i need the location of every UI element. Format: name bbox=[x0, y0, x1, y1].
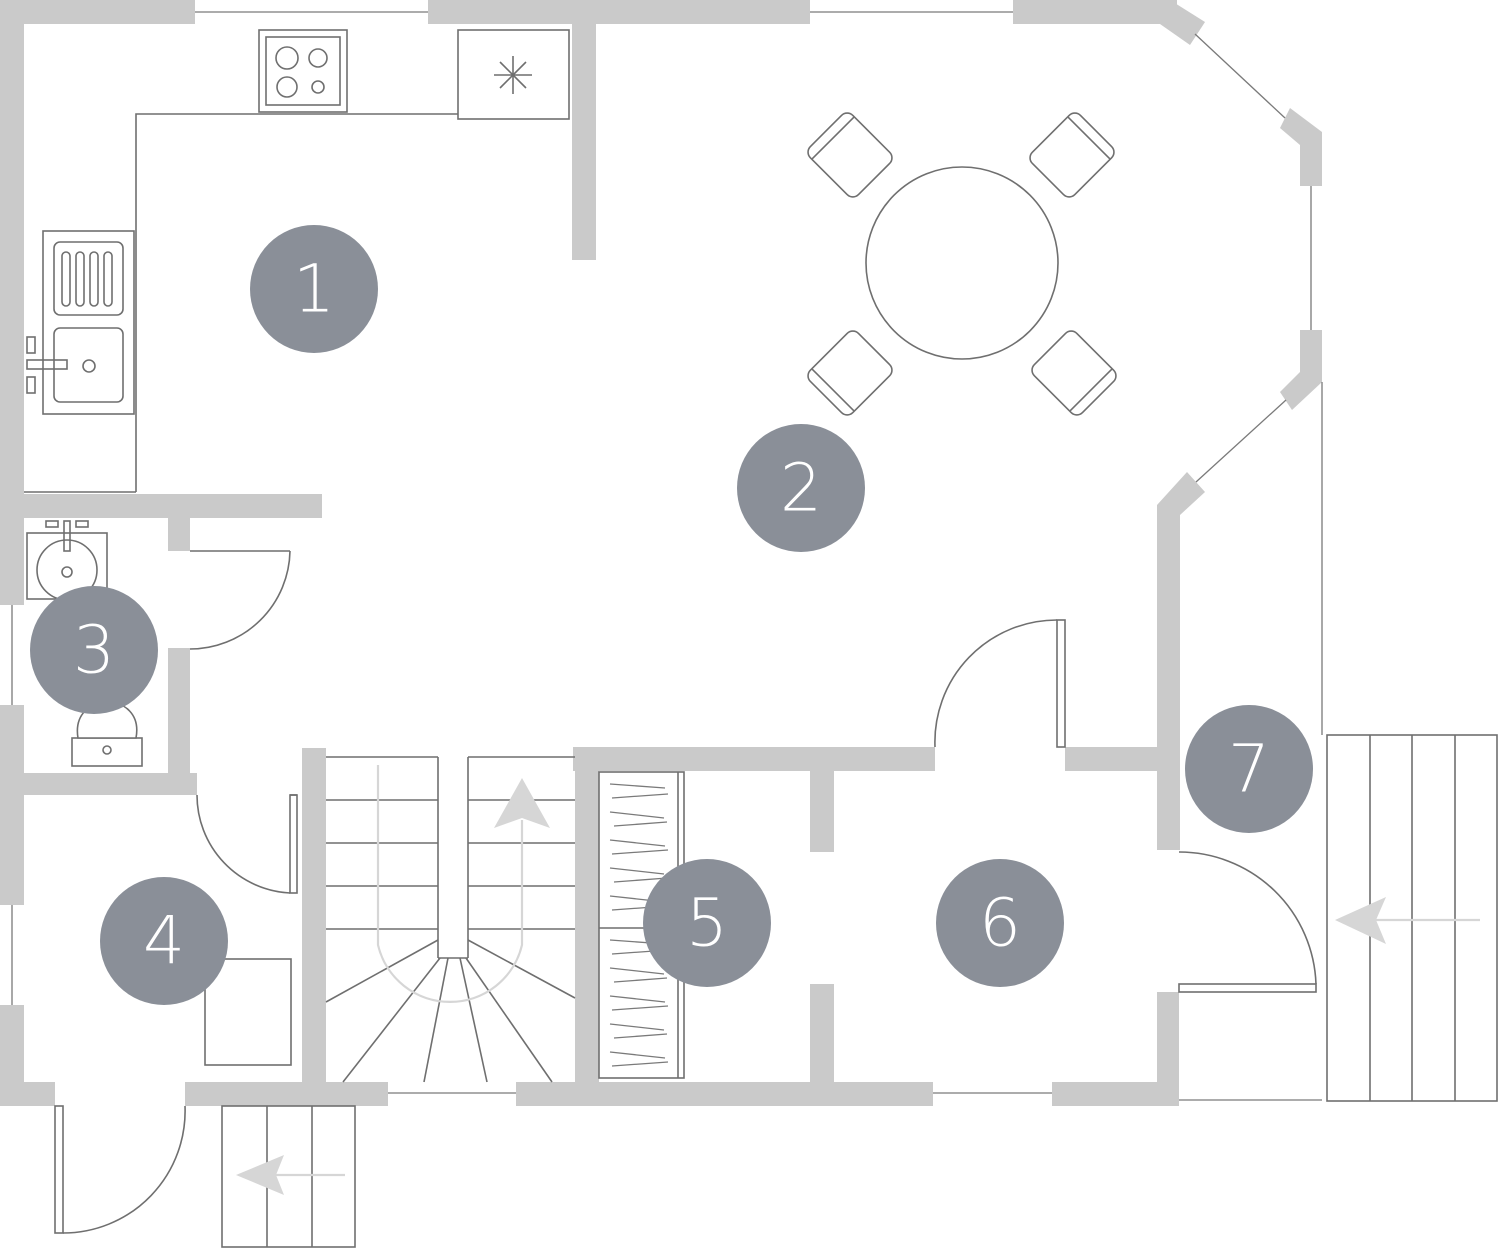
hob-inner bbox=[265, 36, 341, 106]
wall-wc-right bbox=[168, 648, 190, 773]
wall-room6-top-right bbox=[1065, 747, 1165, 771]
window-bay-1 bbox=[1194, 33, 1286, 119]
wall-bay-top bbox=[1160, 0, 1205, 45]
wall-bay-lower bbox=[1280, 330, 1322, 410]
room6-door-leaf bbox=[1056, 619, 1066, 748]
side-door-swing bbox=[1178, 851, 1317, 985]
wall-room5-left bbox=[575, 747, 599, 1102]
wall-stair-left bbox=[302, 748, 326, 1106]
kitchen-counter-edge bbox=[135, 113, 458, 492]
front-steps-arrow-head bbox=[236, 1155, 284, 1195]
walls bbox=[0, 0, 1323, 1106]
room-badge-3: 3 bbox=[30, 586, 158, 714]
wall-bottom-right bbox=[1052, 1082, 1179, 1106]
sink-tap-handle-2 bbox=[26, 376, 36, 394]
snowflake-icon bbox=[494, 56, 532, 94]
wall-kitchen-wc bbox=[22, 494, 322, 518]
toilet-flush bbox=[102, 745, 112, 755]
front-door-swing bbox=[62, 1105, 186, 1234]
hob-burner-1 bbox=[275, 46, 299, 70]
room-number-3: 3 bbox=[73, 612, 115, 689]
wall-bottom-entry bbox=[185, 1082, 388, 1106]
washbasin-spout bbox=[63, 520, 71, 552]
washbasin-tap-1 bbox=[45, 520, 59, 528]
room-number-5: 5 bbox=[686, 885, 728, 962]
chair-bottom-right bbox=[1031, 330, 1117, 416]
stair-arrow-head bbox=[494, 778, 550, 828]
hob-burner-2 bbox=[308, 48, 328, 68]
room-number-2: 2 bbox=[780, 450, 822, 527]
wall-top-middle bbox=[428, 0, 810, 24]
room-badges: 1 2 3 4 5 6 7 bbox=[30, 225, 1313, 1005]
wall-bottom-middle bbox=[516, 1082, 933, 1106]
washbasin-drain bbox=[61, 566, 73, 578]
wall-left-middle bbox=[0, 705, 24, 905]
wall-room5-6-lower bbox=[810, 984, 834, 1082]
room-badge-7: 7 bbox=[1185, 705, 1313, 833]
staircase bbox=[325, 756, 576, 1083]
wall-top-right bbox=[1013, 0, 1177, 24]
hob bbox=[258, 29, 348, 113]
side-door-leaf bbox=[1178, 983, 1317, 993]
chair-top-left bbox=[807, 112, 893, 198]
wall-bay-bottom bbox=[1157, 472, 1205, 850]
side-steps bbox=[1326, 734, 1498, 1102]
drainer-ribs bbox=[61, 251, 113, 307]
hall bbox=[54, 794, 356, 1248]
toilet-cistern bbox=[71, 737, 143, 767]
wall-bottom-left bbox=[0, 1082, 55, 1106]
wall-bay-upper bbox=[1280, 108, 1322, 186]
front-steps bbox=[221, 1105, 356, 1248]
hall-cabinet bbox=[204, 958, 292, 1066]
hall-door-leaf bbox=[289, 794, 298, 894]
sink-drain bbox=[82, 359, 96, 373]
wall-wc-door-stub-top bbox=[168, 518, 190, 551]
wall-left-upper bbox=[0, 0, 24, 605]
room-number-7: 7 bbox=[1228, 731, 1270, 808]
room-badge-1: 1 bbox=[250, 225, 378, 353]
room-number-4: 4 bbox=[143, 903, 185, 980]
wall-room5-6-upper bbox=[810, 771, 834, 852]
room-badge-6: 6 bbox=[936, 859, 1064, 987]
room-number-1: 1 bbox=[293, 251, 335, 328]
chair-bottom-left bbox=[807, 330, 893, 416]
wall-top-left bbox=[0, 0, 195, 24]
window-bay-3 bbox=[1195, 399, 1287, 483]
wc-door-swing bbox=[189, 550, 291, 650]
stair-walking-line bbox=[376, 765, 524, 1004]
sink-basin bbox=[53, 327, 124, 403]
hob-burner-3 bbox=[276, 76, 298, 98]
wall-wc-bottom bbox=[22, 773, 197, 795]
room-badge-2: 2 bbox=[737, 424, 865, 552]
room-badge-5: 5 bbox=[643, 859, 771, 987]
sink-drainer bbox=[53, 241, 124, 316]
hall-door-swing bbox=[196, 794, 291, 894]
wall-room6-right-lower bbox=[1157, 992, 1179, 1104]
room-badge-4: 4 bbox=[100, 877, 228, 1005]
hob-burner-4 bbox=[311, 80, 325, 94]
dining-table bbox=[865, 166, 1059, 360]
chair-top-right bbox=[1029, 112, 1115, 198]
washbasin-tap-2 bbox=[75, 520, 89, 528]
sink-tap bbox=[26, 359, 68, 370]
kitchen bbox=[24, 29, 570, 493]
doors-right bbox=[934, 619, 1317, 993]
kitchen-sink bbox=[42, 230, 135, 415]
wall-kitchen-partition bbox=[572, 22, 596, 260]
sink-tap-handle-1 bbox=[26, 336, 36, 354]
front-door-leaf bbox=[54, 1105, 64, 1234]
dining-set bbox=[807, 112, 1117, 416]
room6-door-swing bbox=[934, 619, 1058, 748]
side-steps-arrow-head bbox=[1335, 897, 1386, 944]
wall-room5-top bbox=[573, 747, 935, 771]
room-number-6: 6 bbox=[979, 885, 1021, 962]
